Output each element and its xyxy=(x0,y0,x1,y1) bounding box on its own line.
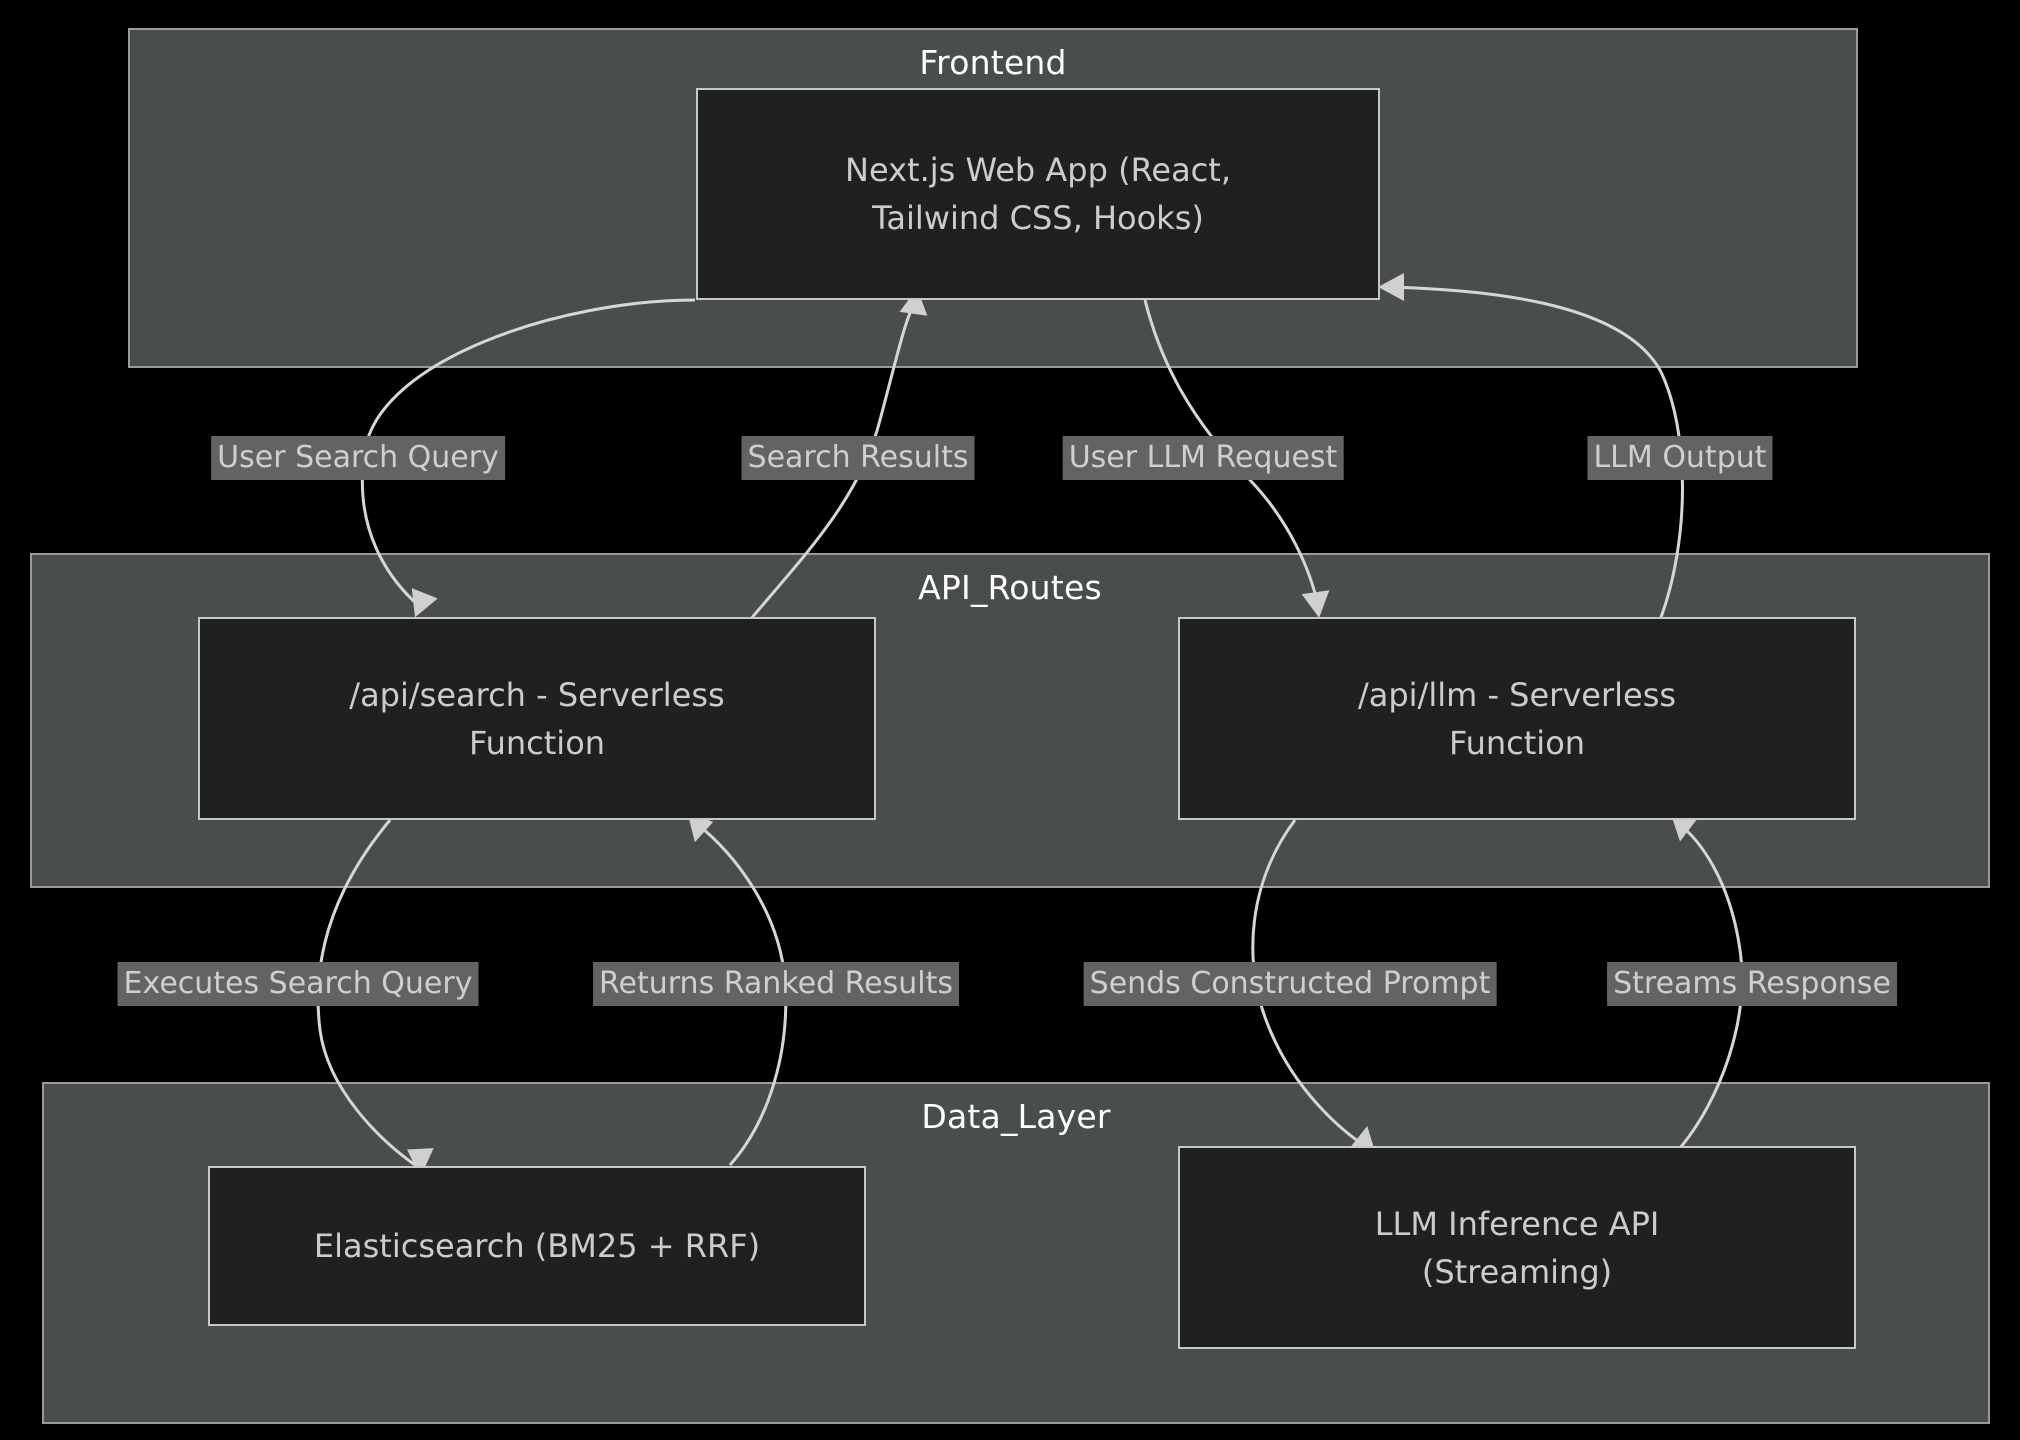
edge-label-user-llm-request: User LLM Request xyxy=(1062,436,1344,480)
edge-label-user-search-query: User Search Query xyxy=(211,436,505,480)
edge-label-llm-output: LLM Output xyxy=(1587,436,1773,480)
edge-label-executes-search-query: Executes Search Query xyxy=(117,962,479,1006)
subgraph-data-layer-title: Data_Layer xyxy=(921,1097,1111,1136)
subgraph-frontend-title: Frontend xyxy=(919,43,1067,82)
node-elasticsearch[interactable]: Elasticsearch (BM25 + RRF) xyxy=(208,1166,866,1326)
node-api-llm[interactable]: /api/llm - Serverless Function xyxy=(1178,617,1856,820)
edge-label-search-results: Search Results xyxy=(741,436,975,480)
edge-label-sends-constructed-prompt: Sends Constructed Prompt xyxy=(1083,962,1497,1006)
node-llm-inference-api[interactable]: LLM Inference API (Streaming) xyxy=(1178,1146,1856,1349)
edge-label-returns-ranked-results: Returns Ranked Results xyxy=(593,962,959,1006)
node-nextjs-web-app[interactable]: Next.js Web App (React, Tailwind CSS, Ho… xyxy=(696,88,1380,300)
edge-label-streams-response: Streams Response xyxy=(1607,962,1897,1006)
node-api-search[interactable]: /api/search - Serverless Function xyxy=(198,617,876,820)
subgraph-api-routes-title: API_Routes xyxy=(918,568,1102,607)
